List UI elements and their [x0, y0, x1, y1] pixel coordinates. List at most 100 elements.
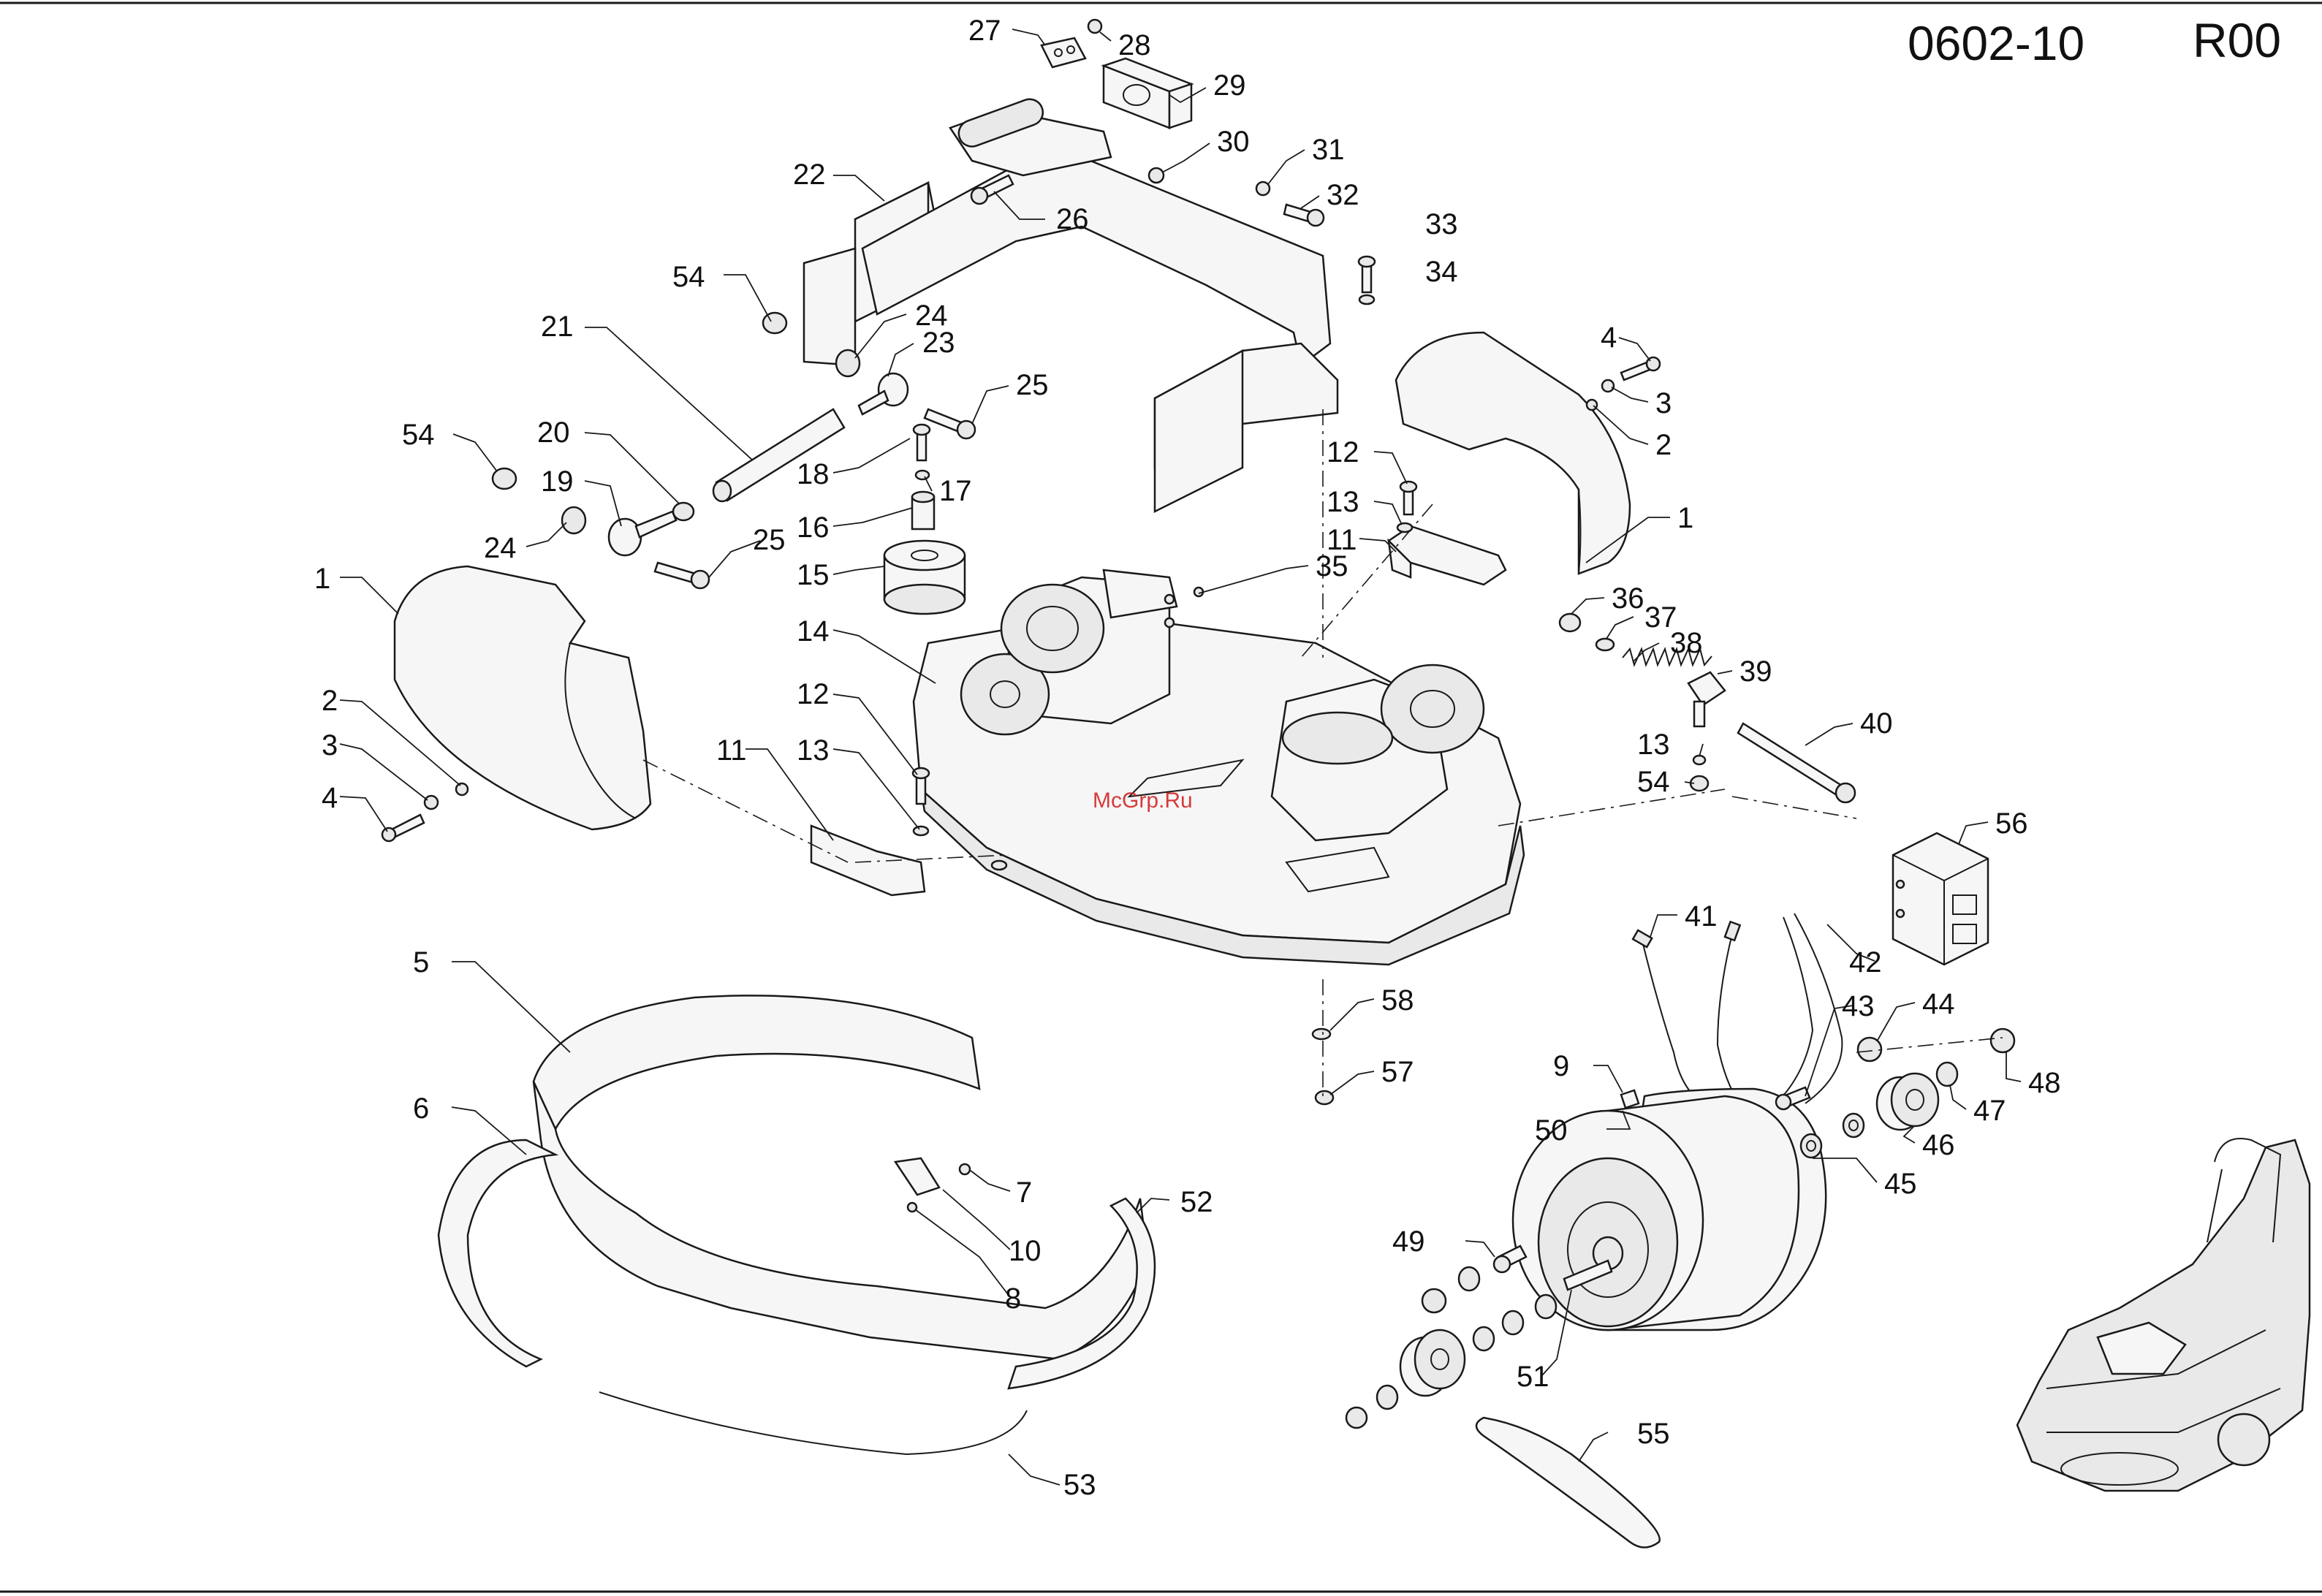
washer-49-a: [1459, 1267, 1479, 1291]
callout-57: 57: [1381, 1056, 1414, 1088]
nut-20: [673, 503, 694, 520]
callout-2-right: 2: [1655, 429, 1672, 461]
callout-51: 51: [1517, 1361, 1549, 1393]
callout-52: 52: [1180, 1186, 1213, 1218]
callout-25-lower: 25: [753, 524, 786, 556]
bolt-25-upper: [925, 409, 975, 438]
washer-3-left: [425, 796, 438, 809]
callout-58: 58: [1381, 984, 1414, 1016]
callout-47: 47: [1973, 1095, 2006, 1127]
carbon-brush-9: [1621, 1090, 1639, 1108]
callout-9: 9: [1553, 1050, 1569, 1082]
idler-pulley-15: [884, 541, 965, 614]
nut-48: [1991, 1029, 2014, 1052]
tension-bracket-39: [1688, 672, 1725, 726]
washer-17: [916, 471, 929, 479]
pulley-left: [1400, 1330, 1465, 1396]
washers-45: [1801, 1114, 1864, 1158]
bolt-32: [1284, 205, 1324, 226]
brush-deck-14: [914, 570, 1524, 965]
bolt-12-right: [1400, 482, 1416, 514]
callout-4-left: 4: [322, 782, 338, 814]
callout-45: 45: [1884, 1168, 1917, 1200]
callout-23: 23: [922, 327, 955, 359]
connector-56: [1893, 833, 1988, 965]
callout-11-right: 11: [1327, 524, 1357, 556]
callout-50: 50: [1535, 1114, 1568, 1147]
callout-12-right: 12: [1327, 436, 1359, 468]
stud-49: [1494, 1246, 1526, 1272]
callout-49: 49: [1392, 1226, 1425, 1258]
skirt-5: [534, 995, 1147, 1359]
bolt-33: [1359, 256, 1375, 292]
frame-bracket-22: [804, 96, 1338, 512]
bolt-40: [1738, 723, 1855, 802]
callout-36: 36: [1612, 582, 1644, 615]
callout-30: 30: [1217, 126, 1250, 158]
watermark-text: McGrp.Ru: [1093, 788, 1193, 813]
callout-25-upper: 25: [1016, 369, 1049, 401]
callout-1-right: 1: [1677, 502, 1693, 534]
callout-54-upper: 54: [672, 261, 705, 293]
callout-20: 20: [537, 417, 570, 449]
spacer-block-29: [1104, 58, 1191, 128]
nut-57: [1316, 1091, 1333, 1104]
callout-46: 46: [1922, 1129, 1955, 1161]
callout-38: 38: [1670, 627, 1703, 659]
callout-40: 40: [1860, 707, 1893, 740]
bushing-24-lower: [562, 507, 585, 533]
callout-53: 53: [1063, 1469, 1096, 1501]
revision-code: R00: [2193, 13, 2281, 67]
callout-8: 8: [1005, 1282, 1021, 1315]
nut-54-left: [493, 468, 516, 489]
callout-11-left: 11: [716, 734, 747, 767]
callout-44: 44: [1922, 988, 1955, 1020]
callout-31: 31: [1312, 134, 1345, 166]
callout-2-left: 2: [322, 685, 338, 717]
callout-33: 33: [1425, 208, 1458, 240]
callout-41: 41: [1685, 900, 1718, 932]
callout-19: 19: [541, 466, 574, 498]
washer-31: [1256, 182, 1270, 195]
washer-3-right: [1602, 380, 1614, 392]
callout-27: 27: [968, 15, 1001, 47]
callout-12-left: 12: [797, 678, 830, 710]
nut-54-upper: [763, 313, 786, 333]
callout-6: 6: [413, 1092, 429, 1125]
nut-49: [1422, 1289, 1446, 1312]
callout-56: 56: [1995, 808, 2028, 840]
callout-1-left: 1: [314, 563, 330, 595]
terminal-block-27: [1042, 38, 1085, 67]
machine-thumbnail: [2017, 1139, 2310, 1491]
callout-55: 55: [1637, 1418, 1670, 1450]
cover-1-left: [395, 566, 650, 829]
callout-54-right: 54: [1637, 766, 1670, 798]
callout-42: 42: [1849, 946, 1882, 978]
callout-13-right: 13: [1327, 486, 1359, 518]
callout-14: 14: [797, 615, 830, 647]
cable-42: [1776, 913, 1842, 1103]
callout-54-left: 54: [402, 419, 435, 451]
nut-44: [1858, 1038, 1881, 1061]
callout-5: 5: [413, 946, 429, 978]
callout-13-left: 13: [797, 734, 830, 767]
clip-10: [895, 1158, 939, 1195]
washer-13-deck: [992, 861, 1006, 870]
callout-48: 48: [2028, 1067, 2061, 1099]
callout-26: 26: [1056, 203, 1089, 235]
washer-34: [1359, 295, 1374, 304]
rod-end-23: [859, 373, 908, 414]
washer-47: [1937, 1063, 1957, 1086]
washer-stack-left: [1473, 1295, 1556, 1350]
callout-22: 22: [793, 159, 826, 191]
strip-53: [599, 1392, 1027, 1454]
nut-30: [1149, 168, 1164, 183]
bracket-11-left: [811, 826, 925, 895]
callout-29: 29: [1213, 69, 1246, 102]
callout-16: 16: [797, 512, 830, 544]
callout-3-right: 3: [1655, 387, 1672, 419]
bolt-18: [914, 425, 930, 460]
callout-43: 43: [1842, 990, 1875, 1022]
bolt-25-lower: [655, 563, 709, 588]
